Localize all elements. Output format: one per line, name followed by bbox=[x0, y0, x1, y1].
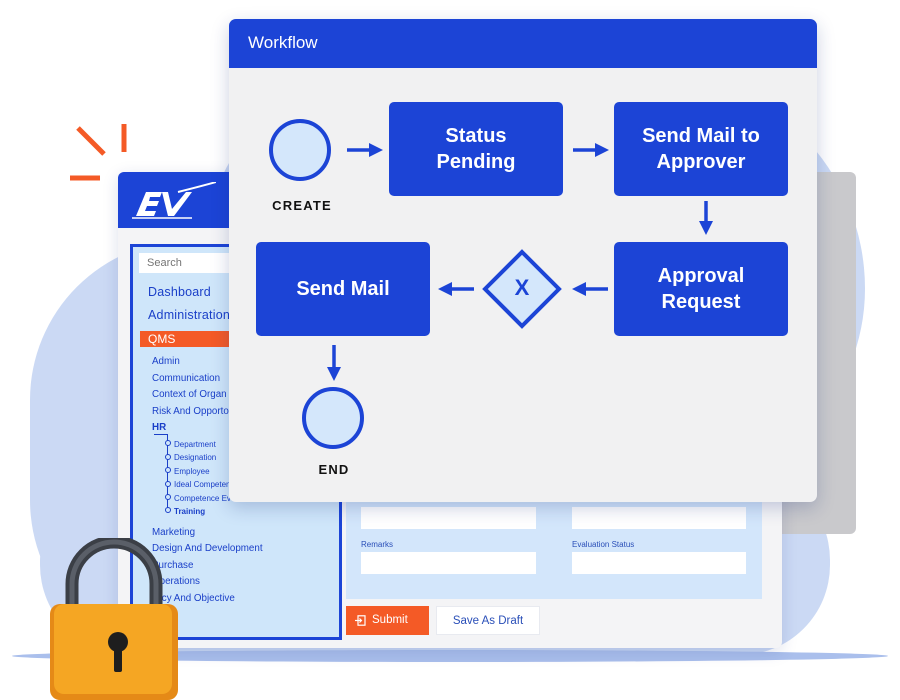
sidebar-item-dashboard[interactable]: Dashboard bbox=[148, 285, 211, 299]
approval-request-node[interactable]: Approval Request bbox=[614, 242, 788, 336]
arrow-head bbox=[327, 367, 341, 381]
sidebar-item-purchase[interactable]: Purchase bbox=[152, 560, 194, 571]
sidebar-item-hr[interactable]: HR bbox=[152, 422, 167, 433]
hr-tree-dot bbox=[165, 481, 171, 487]
sidebar-item-department[interactable]: Department bbox=[174, 440, 216, 449]
status-pending-node[interactable]: Status Pending bbox=[389, 102, 563, 196]
form-input[interactable] bbox=[572, 507, 746, 529]
send-mail-approver-node[interactable]: Send Mail to Approver bbox=[614, 102, 788, 196]
sidebar-item-admin[interactable]: Admin bbox=[152, 356, 180, 367]
gateway-node[interactable] bbox=[481, 248, 563, 330]
sidebar-item-risk[interactable]: Risk And Opporto bbox=[152, 406, 229, 417]
submit-button[interactable]: Submit bbox=[346, 606, 429, 635]
arrow-head bbox=[438, 282, 452, 296]
remarks-label: Remarks bbox=[361, 540, 394, 549]
sidebar-item-designation[interactable]: Designation bbox=[174, 453, 217, 462]
sidebar-item-marketing[interactable]: Marketing bbox=[152, 527, 196, 538]
hr-tree-dot bbox=[165, 454, 171, 460]
form-panel: Remarks Evaluation Status bbox=[346, 497, 762, 599]
evaluation-status-label: Evaluation Status bbox=[572, 540, 635, 549]
sidebar-item-administration[interactable]: Administration bbox=[148, 308, 230, 322]
sidebar-item-operations[interactable]: Operations bbox=[152, 576, 200, 587]
end-event-node[interactable] bbox=[302, 387, 364, 449]
sidebar-item-ideal-competence[interactable]: Ideal Competen bbox=[174, 480, 231, 489]
hr-tree-dot bbox=[165, 467, 171, 473]
sidebar-item-communication[interactable]: Communication bbox=[152, 373, 221, 384]
sidebar-item-competence-evaluation[interactable]: Competence Ev bbox=[174, 494, 231, 503]
baseline-shadow bbox=[12, 650, 888, 662]
sidebar-item-policy[interactable]: olicy And Objective bbox=[152, 593, 235, 604]
create-event-node[interactable] bbox=[269, 119, 331, 181]
evaluation-status-input[interactable] bbox=[572, 552, 746, 574]
ev-logo-icon bbox=[132, 182, 216, 219]
sidebar-item-context[interactable]: Context of Organ bbox=[152, 389, 227, 400]
arrow-head bbox=[369, 143, 383, 157]
hr-tree-dot bbox=[165, 494, 171, 500]
create-label: CREATE bbox=[272, 198, 332, 213]
hr-tree-line bbox=[154, 434, 168, 435]
remarks-input[interactable] bbox=[361, 552, 536, 574]
padlock-icon bbox=[50, 538, 178, 700]
sidebar-item-design-development[interactable]: Design And Development bbox=[152, 543, 263, 554]
submit-icon bbox=[355, 615, 366, 626]
workflow-window: Workflow CREATE Status Pending Send Mail… bbox=[229, 19, 817, 502]
spark-icon bbox=[70, 124, 127, 181]
gateway-label: X bbox=[514, 275, 530, 300]
sidebar-item-training[interactable]: Training bbox=[174, 507, 206, 516]
submit-label: Submit bbox=[372, 614, 408, 626]
workflow-title: Workflow bbox=[248, 33, 318, 52]
workflow-header: Workflow bbox=[229, 19, 817, 68]
form-input[interactable] bbox=[361, 507, 536, 529]
flow-arrows bbox=[327, 143, 713, 381]
save-draft-button[interactable]: Save As Draft bbox=[436, 606, 540, 635]
hr-tree-dot bbox=[165, 440, 171, 446]
send-mail-node[interactable]: Send Mail bbox=[256, 242, 430, 336]
arrow-head bbox=[572, 282, 586, 296]
arrow-head bbox=[595, 143, 609, 157]
arrow-head bbox=[699, 221, 713, 235]
sidebar-item-employee[interactable]: Employee bbox=[174, 467, 210, 476]
hr-tree-dot bbox=[165, 507, 171, 513]
end-label: END bbox=[318, 462, 350, 477]
